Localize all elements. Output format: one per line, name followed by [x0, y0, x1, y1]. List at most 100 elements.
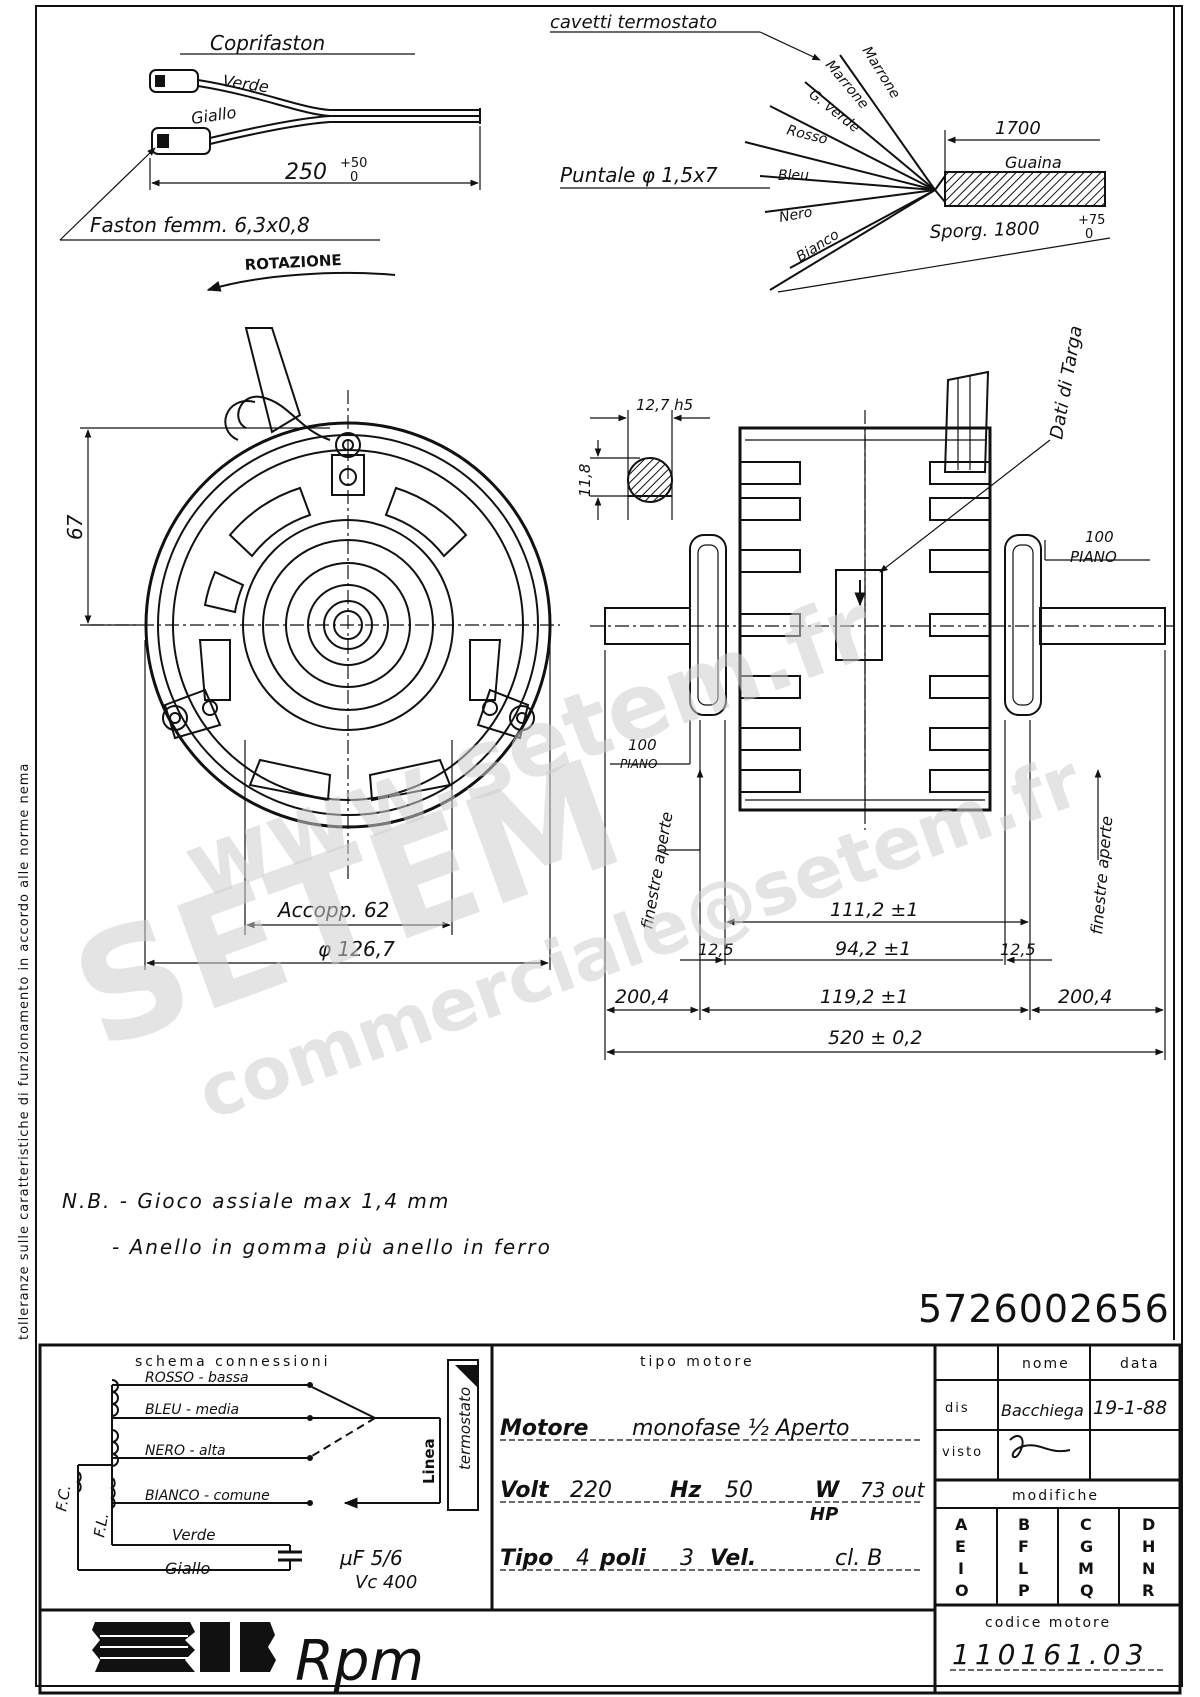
dis-name: Bacchiega [1001, 1401, 1084, 1420]
piano-right-label: PIANO [1070, 548, 1117, 566]
drawing-number: 5726002656 [918, 1287, 1170, 1331]
motore-label: Motore [500, 1416, 588, 1441]
hz-label: Hz [670, 1478, 701, 1503]
schema-bianco: BIANCO - comune [145, 1488, 270, 1504]
height-67: 67 [63, 514, 87, 540]
coprifaston-length-tol: +50 [340, 156, 367, 171]
mod-f: F [1018, 1537, 1029, 1556]
dis-date: 19-1-88 [1093, 1397, 1167, 1419]
schema-capacitor: µF 5/6 [339, 1546, 403, 1570]
visto-label: visto [942, 1445, 983, 1460]
tipo-motore-title: tipo motore [640, 1354, 755, 1370]
title-block-text: nome data dis Bacchiega 19-1-88 visto mo… [942, 1356, 1167, 1671]
piano-left-label: PIANO [620, 757, 657, 771]
wire-rosso: Rosso [785, 122, 829, 148]
dati-di-targa: Dati di Targa [1046, 324, 1087, 441]
rotation-indicator: ROTAZIONE [206, 251, 396, 292]
mod-i: I [958, 1559, 964, 1578]
mod-n: N [1142, 1559, 1155, 1578]
mod-m: M [1078, 1559, 1094, 1578]
mod-b: B [1018, 1515, 1030, 1534]
tolerance-side-note: tolleranze sulle caratteristiche di funz… [17, 763, 32, 1340]
nome-header: nome [1022, 1356, 1070, 1372]
w-label: W [815, 1478, 841, 1503]
wire-bleu: Bleu [778, 168, 809, 184]
side-vent-slots [739, 461, 991, 793]
piano-right-value: 100 [1085, 528, 1114, 546]
guaina-length: 1700 [995, 118, 1041, 139]
motore-value: monofase ½ Aperto [632, 1416, 850, 1441]
dim-520: 520 ± 0,2 [828, 1027, 922, 1049]
mod-l: L [1018, 1559, 1028, 1578]
dim-119-2: 119,2 ±1 [820, 986, 908, 1008]
coprifaston-title: Coprifaston [210, 31, 325, 55]
mod-h: H [1142, 1537, 1155, 1556]
motor-type-block: tipo motore Motore monofase ½ Aperto Vol… [500, 1354, 926, 1571]
sporg-tol-low: 0 [1085, 227, 1093, 242]
note-line-1: N.B. - Gioco assiale max 1,4 mm [62, 1189, 450, 1213]
thermostat-cables-title: cavetti termostato [550, 12, 717, 33]
poli-value: 4 [576, 1546, 590, 1571]
finestre-aperte-right: finestre aperte [1087, 815, 1116, 935]
coprifaston-length: 250 [285, 160, 327, 185]
wire-bianco: Bianco [794, 227, 843, 266]
sheet-border [35, 5, 1183, 1687]
puntale-label: Puntale φ 1,5x7 [560, 163, 718, 187]
mod-g: G [1080, 1537, 1093, 1556]
motor-front-view: 67 Accopp. 62 φ 126,7 [63, 327, 560, 970]
wire-giallo-label: Giallo [190, 103, 238, 128]
mod-q: Q [1080, 1581, 1094, 1600]
rpm-logo: Rpm [92, 1622, 424, 1694]
dim-94-2: 94,2 ±1 [835, 938, 911, 960]
notes: N.B. - Gioco assiale max 1,4 mm - Anello… [62, 1189, 552, 1259]
poli-label: poli [599, 1546, 646, 1571]
data-header: data [1120, 1356, 1160, 1372]
mod-o: O [955, 1581, 969, 1600]
faston-label: Faston femm. 6,3x0,8 [90, 213, 310, 237]
shaft-flat: 11,8 [576, 464, 594, 497]
shaft-diameter: 12,7 h5 [636, 396, 693, 414]
vel-label: Vel. [710, 1546, 756, 1571]
hz-value: 50 [725, 1478, 753, 1503]
modifiche-header: modifiche [1012, 1488, 1099, 1504]
w-value: 73 out [860, 1478, 926, 1502]
note-line-2: - Anello in gomma più anello in ferro [112, 1235, 552, 1259]
schema-fc: F.C. [52, 1483, 74, 1512]
sporg-label: Sporg. 1800 [929, 218, 1040, 243]
sporg-tol: +75 [1078, 213, 1105, 228]
schema-bleu: BLEU - media [145, 1402, 239, 1418]
codice-motore-value: 110161.03 [952, 1638, 1148, 1671]
nameplate [835, 569, 883, 661]
mod-r: R [1142, 1581, 1154, 1600]
coprifaston-length-tol-low: 0 [350, 170, 358, 185]
schema-title: schema connessioni [135, 1354, 331, 1370]
dim-12-5-left: 12,5 [698, 940, 734, 959]
wire-fan [744, 54, 936, 291]
brand-name: Rpm [295, 1629, 424, 1694]
accopp-62: Accopp. 62 [276, 898, 389, 922]
mod-c: C [1080, 1515, 1092, 1534]
thermostat-cables-detail: cavetti termostato Marrone Marrone G. ve… [550, 12, 1111, 293]
dim-200-4-left: 200,4 [615, 986, 669, 1008]
mod-p: P [1018, 1581, 1030, 1600]
piano-left-value: 100 [628, 736, 657, 754]
schema-nero: NERO - alta [145, 1443, 226, 1459]
rotation-label: ROTAZIONE [244, 251, 342, 274]
schema-verde: Verde [172, 1526, 216, 1544]
hp-label: HP [810, 1504, 838, 1525]
mod-a: A [955, 1515, 968, 1534]
guaina-sheath [944, 171, 1106, 207]
mod-e: E [955, 1537, 966, 1556]
schema-termostato: termostato [456, 1387, 474, 1470]
dim-111-2: 111,2 ±1 [830, 899, 918, 921]
class-value: cl. B [835, 1546, 882, 1571]
vel-value: 3 [680, 1546, 694, 1571]
dim-12-5-right: 12,5 [1000, 940, 1036, 959]
codice-motore-label: codice motore [985, 1615, 1111, 1631]
connection-schema: schema connessioni termostato [52, 1354, 479, 1593]
guaina-label: Guaina [1005, 153, 1062, 172]
coprifaston-detail: Coprifaston Verde Giallo 250 +50 0 Fasto… [59, 31, 481, 241]
schema-giallo: Giallo [165, 1559, 211, 1578]
volt-value: 220 [570, 1478, 612, 1503]
